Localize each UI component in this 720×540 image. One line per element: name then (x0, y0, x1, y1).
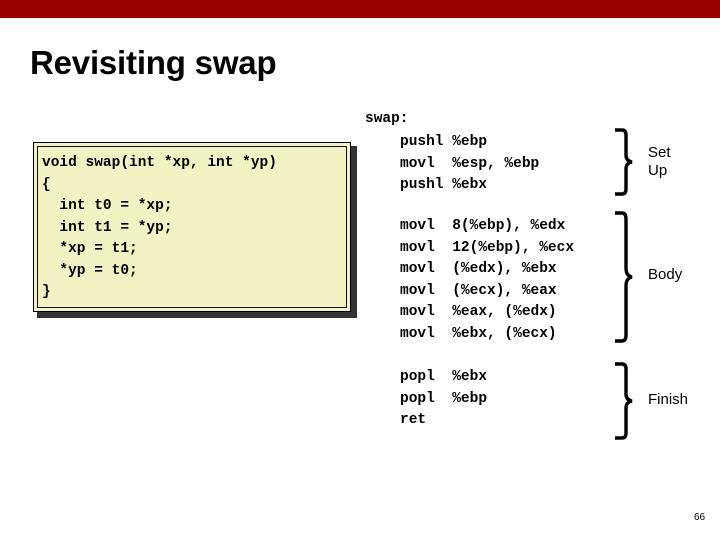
assembly-function-label: swap: (365, 111, 409, 127)
section-label-set-up: Set Up (648, 144, 671, 179)
assembly-section-body: movl 8(%ebp), %edx movl 12(%ebp), %ecx m… (400, 218, 575, 342)
curly-brace-icon-finish (612, 362, 634, 440)
section-label-finish: Finish (648, 391, 689, 408)
curly-brace-icon-set-up (612, 128, 634, 196)
page-number: 66 (694, 512, 706, 523)
page-title: Revisiting swap (30, 44, 277, 81)
assembly-section-set-up: pushl %ebp movl %esp, %ebp pushl %ebx (400, 134, 540, 193)
top-banner (0, 0, 720, 18)
curly-brace-icon-body (612, 211, 634, 343)
assembly-section-finish: popl %ebx popl %ebp ret (400, 369, 488, 428)
c-code-text: void swap(int *xp, int *yp) { int t0 = *… (42, 155, 277, 300)
section-label-body: Body (648, 266, 683, 283)
c-code-box: void swap(int *xp, int *yp) { int t0 = *… (33, 142, 357, 318)
c-code-box-inner-frame: void swap(int *xp, int *yp) { int t0 = *… (37, 146, 347, 308)
c-code-box-frame: void swap(int *xp, int *yp) { int t0 = *… (33, 142, 351, 312)
